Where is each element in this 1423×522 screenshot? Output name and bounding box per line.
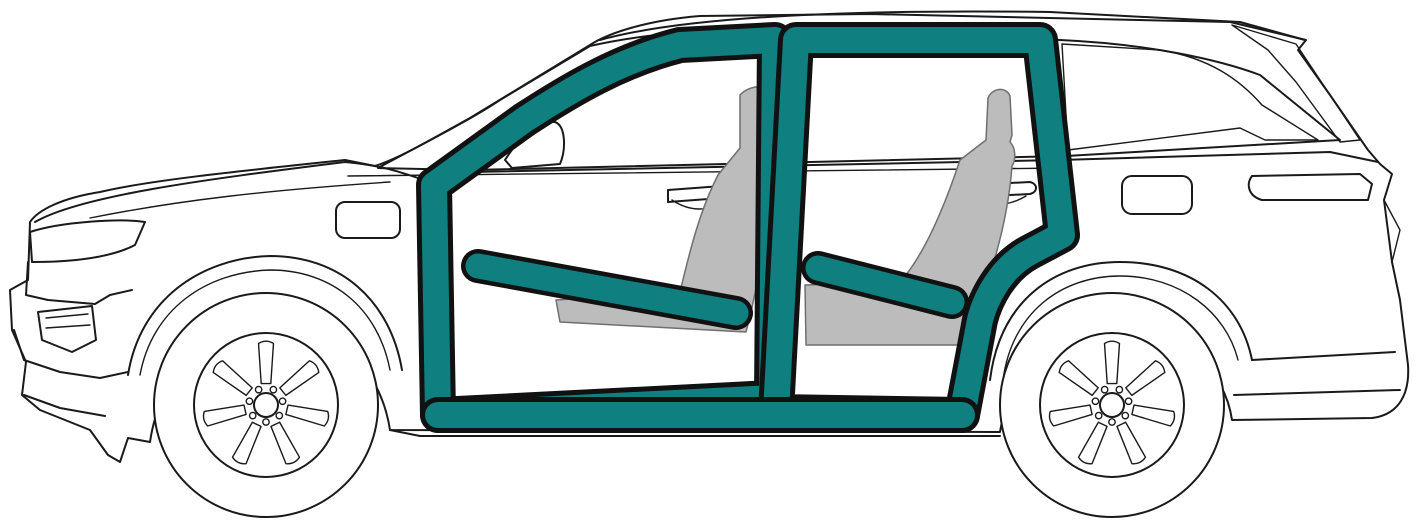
wheel-spoke: [270, 421, 301, 465]
door-bars: [461, 249, 969, 330]
lug-nut: [278, 397, 287, 406]
wheel-spoke: [1131, 404, 1176, 427]
front-spokes: [202, 340, 330, 465]
wheel-spoke: [1103, 340, 1121, 385]
rear-fender-arch-inner: [1002, 275, 1239, 381]
roof-rail: [599, 10, 1306, 41]
rear-spokes: [1048, 340, 1176, 465]
wheel-spoke: [257, 340, 275, 385]
wheel-spoke: [1116, 421, 1147, 465]
front-hub: [253, 392, 279, 418]
rear-bumper: [1233, 351, 1401, 396]
rear-hub: [1099, 392, 1125, 418]
door-frames: [416, 22, 1080, 433]
lug-nut: [245, 397, 254, 406]
wheel-spoke: [1048, 404, 1093, 427]
wheel-spoke: [202, 404, 247, 427]
front-door-frame: [421, 27, 788, 428]
rear-corner: [1383, 199, 1401, 301]
wheel-spoke: [212, 360, 253, 397]
lug-nut: [1091, 397, 1100, 406]
front-fascia: [25, 261, 133, 305]
quarter-window: [1061, 43, 1319, 151]
front-fender-arch: [127, 255, 403, 376]
lug-nut: [1094, 411, 1103, 420]
front-bumper: [13, 329, 129, 417]
lug-nut: [1100, 385, 1109, 394]
side-marker: [335, 201, 401, 239]
hood-edge: [89, 181, 391, 219]
lug-nut: [1108, 418, 1116, 426]
lug-nut: [275, 411, 284, 420]
wheel-spoke: [279, 360, 320, 397]
rear-wheel: [999, 292, 1225, 518]
wheel-spoke: [1125, 360, 1166, 397]
front-wheel: [153, 292, 379, 518]
hood-line: [34, 161, 419, 223]
wheel-spoke: [1077, 421, 1108, 465]
front-bar: [465, 253, 749, 326]
fog-light-inner: [45, 313, 91, 329]
front-fender-arch-inner: [139, 269, 391, 376]
wheel-spoke: [285, 404, 330, 427]
rear-glass: [1231, 24, 1361, 143]
lug-nut: [1124, 397, 1133, 406]
fuel-door: [1121, 175, 1193, 215]
lug-nut: [262, 418, 270, 426]
taillight: [1247, 173, 1373, 201]
wheel-spoke: [1058, 360, 1099, 397]
rocker-panel: [389, 429, 1001, 437]
lug-nut: [248, 411, 257, 420]
wheel-spoke: [231, 421, 262, 465]
lug-nut: [254, 385, 263, 394]
lug-nut: [1115, 385, 1124, 394]
lug-nut: [1121, 411, 1130, 420]
rear-seat: [804, 88, 1016, 346]
rear-door-frame: [763, 27, 1075, 428]
rear-bar: [805, 255, 965, 315]
rear-fender-arch: [989, 261, 1253, 381]
lug-nut: [269, 385, 278, 394]
headlight: [29, 219, 146, 263]
